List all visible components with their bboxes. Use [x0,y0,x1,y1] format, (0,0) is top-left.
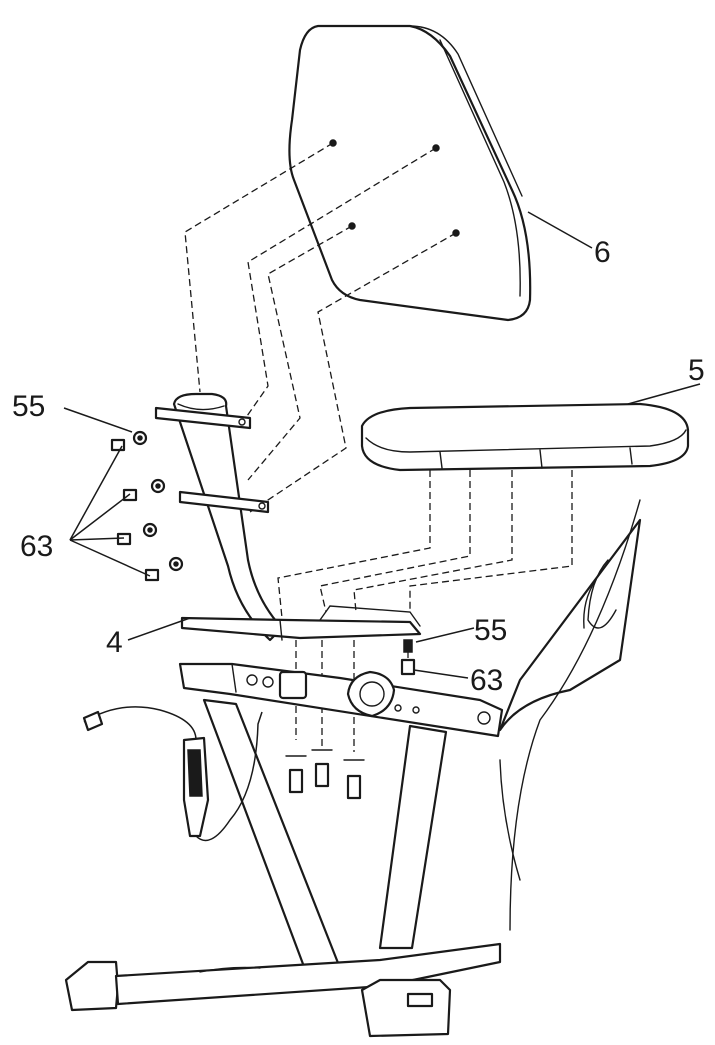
bracket-part-4 [180,605,422,641]
seat-alignment-lines [277,470,573,752]
seat-rail-frame [178,662,504,738]
label-bolt-right: 55 [474,614,507,647]
seat-bolts-washers [285,639,416,800]
backrest-alignment-lines [184,142,457,513]
bolt-4 [144,556,184,582]
part-labels: 6 5 55 63 4 55 63 [12,236,705,697]
label-bracket: 4 [106,626,123,659]
label-washers-left: 63 [20,530,53,563]
leader-lines [63,211,701,679]
base-frame [64,942,502,1038]
bolt-2 [122,478,166,502]
backrest-part-6 [288,24,532,322]
bolt-3 [116,522,158,546]
label-backrest: 6 [594,236,611,269]
left-bolts-washers [110,430,184,582]
pulse-sensor-cable [82,706,263,842]
label-seat: 5 [688,354,705,387]
bolt-1 [110,430,148,452]
seat-post [154,392,284,642]
seat-part-5 [360,402,690,472]
label-bolt-left: 55 [12,390,45,423]
main-frame [202,499,642,974]
label-washers-right: 63 [470,664,503,697]
